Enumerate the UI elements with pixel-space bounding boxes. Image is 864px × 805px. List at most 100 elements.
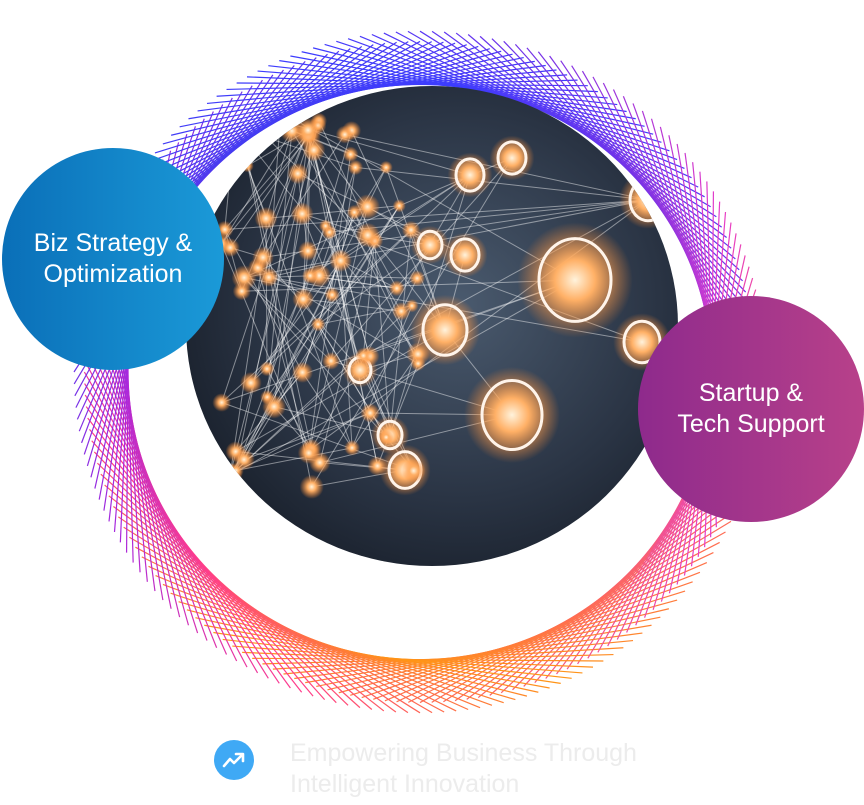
network-link: [318, 120, 376, 241]
user-node-ring: [421, 303, 469, 357]
startup-support-line2: Tech Support: [677, 410, 825, 438]
startup-support-bubble[interactable]: Startup & Tech Support: [638, 296, 864, 522]
network-node: [324, 287, 340, 303]
network-node: [302, 267, 319, 284]
user-node-ring: [454, 157, 486, 193]
network-link: [355, 166, 649, 201]
network-node: [401, 458, 426, 483]
network-link: [302, 372, 353, 449]
tagline-line2: Intelligent Innovation: [290, 770, 520, 798]
network-link: [262, 257, 361, 371]
network-link: [235, 260, 342, 471]
network-link: [340, 260, 353, 448]
network-node: [291, 361, 313, 383]
network-link: [389, 229, 412, 436]
user-node-ring: [480, 379, 544, 451]
network-link: [265, 130, 293, 219]
network-link: [362, 240, 376, 356]
network-node: [298, 241, 318, 261]
network-node: [464, 367, 560, 463]
network-link: [313, 149, 342, 261]
network-link: [351, 130, 446, 331]
network-node: [367, 456, 388, 476]
network-node: [360, 403, 380, 423]
network-node: [388, 280, 405, 297]
biz-strategy-bubble[interactable]: Biz Strategy & Optimization: [2, 148, 224, 370]
network-node: [232, 282, 251, 301]
network-link: [318, 167, 356, 276]
network-node: [392, 199, 406, 213]
network-node: [322, 352, 340, 370]
network-link: [319, 275, 418, 279]
network-link: [308, 174, 471, 454]
network-link: [229, 125, 319, 476]
network-link: [268, 260, 341, 278]
network-link: [235, 225, 327, 471]
network-link: [262, 199, 649, 258]
network-link: [291, 130, 402, 312]
network-link: [317, 244, 431, 325]
network-link: [257, 267, 419, 364]
network-node: [295, 117, 321, 143]
network-link: [243, 277, 332, 362]
network-node: [290, 202, 314, 226]
network-node: [259, 361, 275, 377]
network-link: [266, 368, 312, 450]
biz-strategy-line2: Optimization: [43, 260, 183, 288]
network-node: [355, 222, 381, 248]
network-node: [252, 246, 274, 269]
network-link: [273, 406, 391, 436]
network-link: [266, 149, 315, 398]
network-node: [405, 299, 419, 313]
user-node-ring: [496, 140, 528, 176]
network-link: [351, 353, 419, 449]
network-node: [292, 288, 315, 310]
network-node: [354, 194, 380, 220]
network-link: [229, 279, 576, 477]
network-link: [307, 135, 370, 357]
network-node: [310, 317, 326, 332]
network-node: [344, 439, 360, 456]
network-node: [335, 125, 354, 144]
biz-strategy-line1: Biz Strategy &: [33, 229, 193, 257]
tagline: Empowering Business Through Intelligent …: [214, 738, 637, 800]
user-node-ring: [537, 237, 613, 323]
network-node: [262, 394, 286, 419]
user-node-ring: [376, 419, 404, 451]
network-link: [220, 130, 293, 245]
spirograph-ring: [73, 30, 767, 714]
network-link: [243, 412, 371, 461]
network-node: [378, 429, 394, 445]
network-link: [243, 205, 400, 279]
network-link: [374, 240, 391, 436]
network-link: [257, 130, 309, 268]
network-illustration: [73, 30, 767, 714]
network-link: [351, 305, 413, 449]
network-link: [307, 135, 370, 357]
network-link: [257, 267, 310, 454]
network-link: [340, 174, 471, 262]
network-node: [329, 249, 352, 272]
network-link: [224, 199, 649, 230]
network-link: [268, 111, 282, 278]
network-link: [325, 225, 361, 371]
network-link: [236, 127, 419, 355]
network-link: [262, 134, 346, 258]
network-link: [266, 212, 355, 370]
network-node: [342, 146, 359, 163]
network-node: [212, 393, 231, 412]
network-link: [229, 257, 264, 476]
startup-support-line1: Startup &: [698, 379, 804, 407]
network-node: [379, 160, 393, 175]
network-link: [308, 154, 352, 454]
network-node: [240, 159, 254, 173]
network-link: [307, 135, 419, 364]
network-link: [250, 174, 471, 384]
trending-up-icon: [214, 740, 254, 780]
network-link: [221, 279, 576, 403]
network-node: [297, 441, 320, 464]
network-node: [347, 159, 364, 176]
network-node: [220, 238, 240, 257]
network-node: [240, 371, 262, 394]
network-node: [319, 219, 333, 233]
